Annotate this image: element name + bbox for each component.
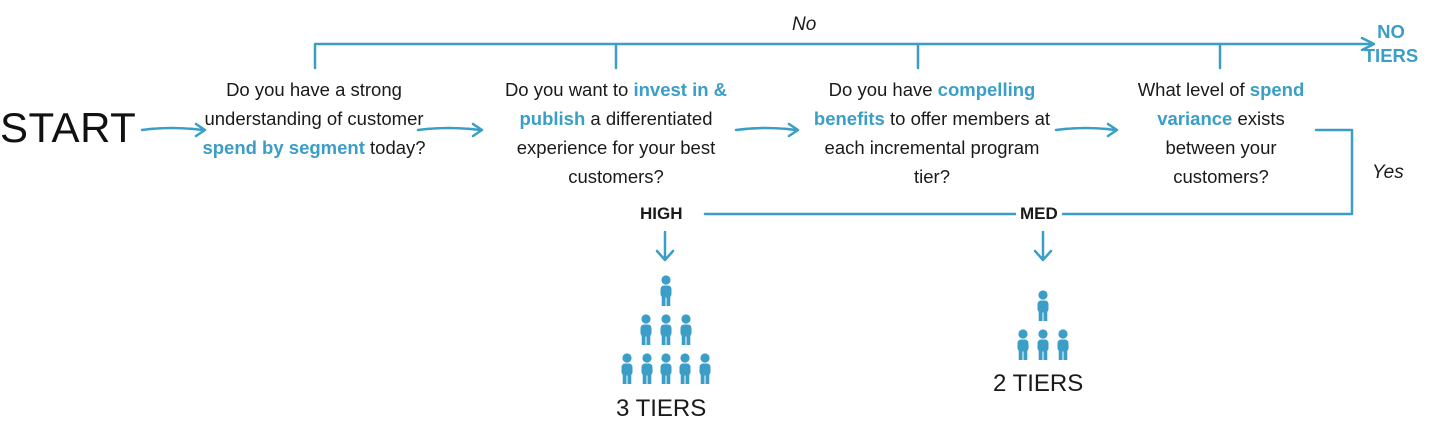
- arrow-start-q1: [140, 126, 205, 132]
- three-tiers-result: 3 TIERS: [616, 395, 707, 422]
- start-label: START: [0, 104, 137, 151]
- two-tiers-result: 2 TIERS: [993, 370, 1084, 397]
- no-branch-label: No: [792, 14, 817, 35]
- question-compelling-benefits: Do you have compelling benefits to offer…: [813, 79, 1051, 187]
- question-spend-variance: What level of spend variance exists betw…: [1137, 79, 1305, 187]
- arrow-q2-q3: [734, 126, 798, 132]
- yes-branch-label: Yes: [1372, 162, 1404, 183]
- question-spend-by-segment: Do you have a strong understanding of cu…: [202, 79, 426, 158]
- question-invest-publish: Do you want to invest in & publish a dif…: [504, 79, 728, 187]
- med-label: MED: [1016, 204, 1062, 224]
- arrow-q1-q2: [416, 126, 482, 132]
- no-branch-line: [313, 42, 1372, 70]
- two-tier-pyramid-icon: [1017, 290, 1069, 360]
- high-label: HIGH: [636, 204, 687, 224]
- no-tiers-outcome: NO TIERS: [1363, 21, 1419, 66]
- three-tier-pyramid-icon: [621, 275, 711, 384]
- med-down-arrow: [1033, 230, 1053, 262]
- high-down-arrow: [655, 230, 675, 262]
- arrow-q3-q4: [1054, 126, 1117, 132]
- no-arrowhead: [1360, 36, 1376, 52]
